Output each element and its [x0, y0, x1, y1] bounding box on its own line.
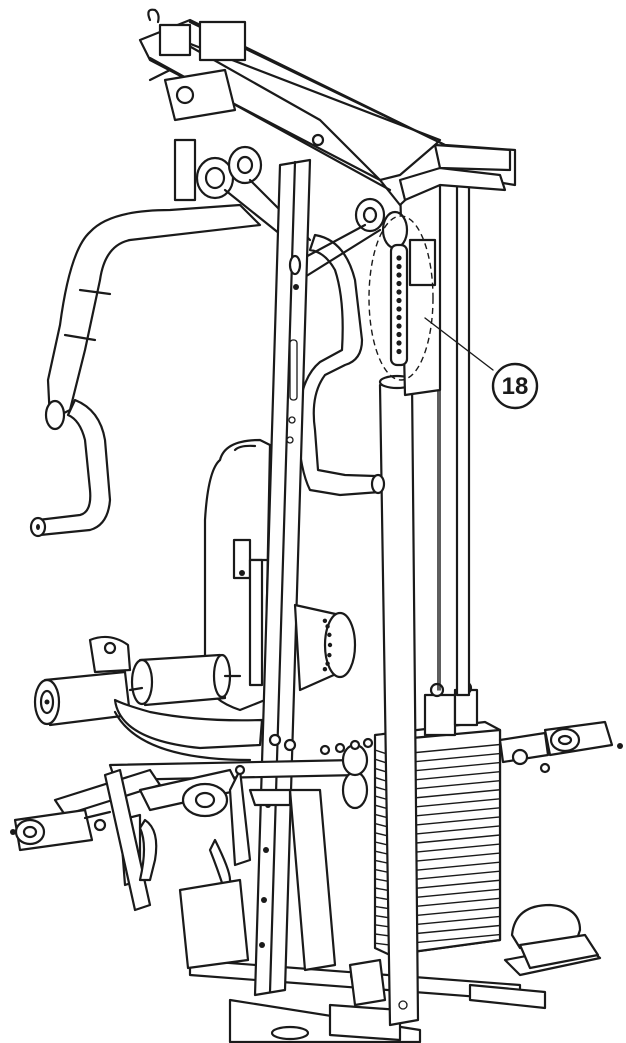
callout-18: 18 [491, 362, 539, 410]
selector-hole [396, 289, 402, 295]
seat-bracket [232, 538, 270, 687]
selector-hole [396, 297, 402, 304]
selector-hole [396, 280, 402, 287]
top-left-bracket [147, 8, 247, 122]
dial-hole [325, 661, 330, 666]
selector-hole [396, 314, 402, 321]
foot-plate [510, 903, 600, 970]
top-frame [138, 18, 517, 207]
callout-highlight [368, 215, 434, 381]
seat [113, 698, 264, 762]
selector-hole [396, 348, 402, 355]
selector-hole [396, 255, 402, 261]
dial-hole [327, 632, 332, 638]
selector-hole [396, 323, 402, 329]
base-frame [188, 943, 602, 1043]
dial-hole [322, 667, 328, 672]
dial-holes [322, 618, 333, 672]
selector-hole [396, 340, 402, 346]
callout-leader-line [424, 317, 494, 371]
low-pulley-left [10, 808, 112, 852]
weight-plate-side [374, 933, 391, 937]
upper-pulleys [173, 138, 437, 287]
selector-hole [396, 263, 402, 270]
dial-hole [325, 624, 330, 629]
lower-frame [53, 733, 387, 1007]
selector-hole [396, 272, 402, 278]
callout-label: 18 [502, 373, 529, 400]
press-arm [29, 203, 262, 538]
selector-hole [396, 331, 402, 338]
low-pulley-right [498, 720, 623, 774]
dial-hole [327, 652, 332, 658]
press-arm-right [296, 233, 386, 497]
selector-rod-detail [368, 215, 494, 381]
selector-hole [396, 306, 402, 312]
guide-rods [437, 173, 471, 697]
dial-hole [322, 618, 328, 623]
front-column [253, 158, 312, 997]
weight-plate-side [374, 942, 391, 946]
dial-hole [327, 642, 333, 648]
adjust-dial [293, 603, 357, 692]
selector-holes [389, 243, 409, 367]
main-column [378, 168, 442, 1027]
selector-rod [389, 243, 409, 367]
